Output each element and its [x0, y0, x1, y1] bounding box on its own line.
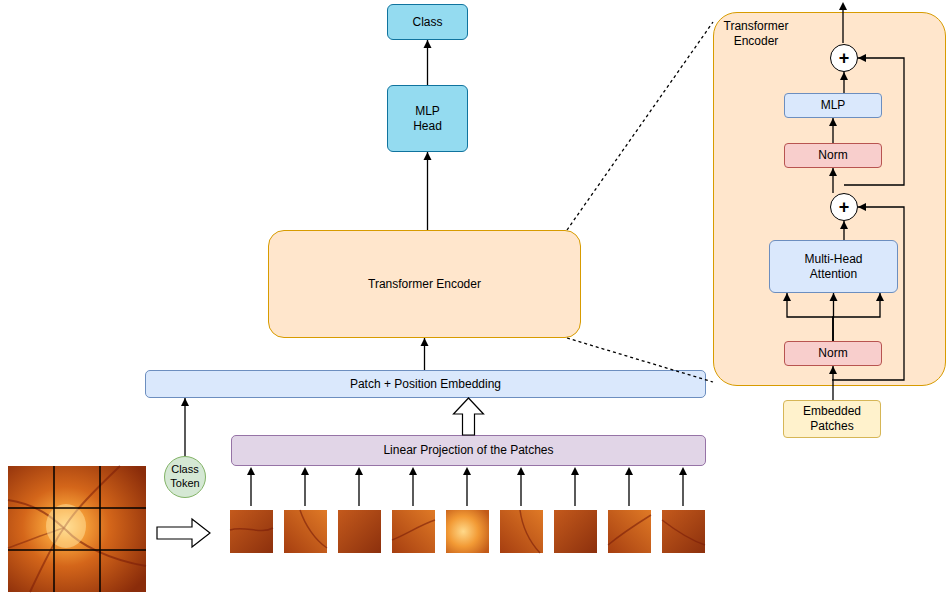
arrow-head	[858, 203, 866, 211]
node-label: Class	[412, 15, 442, 30]
image-patches	[230, 510, 705, 553]
projection-box: Linear Projection of the Patches	[231, 435, 706, 466]
input-box: Embedded Patches	[783, 400, 881, 438]
dashed-callout	[567, 22, 713, 230]
connector	[181, 398, 189, 456]
node-label: Embedded Patches	[797, 404, 867, 434]
connector	[829, 366, 837, 400]
connector	[783, 293, 884, 341]
mlp-box: MLP	[784, 93, 882, 118]
add-circle: +	[830, 193, 858, 221]
connector	[844, 54, 904, 185]
node-label: Class Token	[168, 463, 202, 491]
dashed-callout	[567, 338, 713, 382]
fundus-image	[8, 466, 146, 592]
output-arrow	[839, 2, 847, 43]
attention-box: Multi-Head Attention	[769, 240, 898, 293]
arrow-head	[840, 221, 848, 229]
norm-box: Norm	[784, 143, 882, 168]
connector	[424, 40, 432, 85]
connector	[424, 152, 432, 230]
connector	[832, 203, 904, 380]
arrow-head	[181, 398, 189, 406]
arrow-head	[424, 152, 432, 160]
token-circle: Class Token	[164, 456, 206, 498]
arrow-head	[424, 40, 432, 48]
arrow-head	[829, 366, 837, 374]
node-label: +	[839, 49, 850, 67]
arrow-head	[829, 118, 837, 126]
node-label: MLP	[821, 98, 846, 113]
embedding-box: Patch + Position Embedding	[145, 370, 706, 398]
node-label: +	[839, 198, 850, 216]
hollow-arrow	[157, 519, 210, 547]
head-box: MLP Head	[387, 85, 468, 152]
arrow-head	[876, 293, 884, 301]
node-label: Linear Projection of the Patches	[383, 443, 553, 458]
node-label: Patch + Position Embedding	[350, 377, 501, 392]
node-label: Multi-Head Attention	[789, 252, 879, 282]
arrow-head	[840, 72, 848, 80]
connector	[421, 338, 429, 370]
connector	[840, 72, 848, 93]
add-circle: +	[830, 44, 858, 72]
arrow-head	[830, 293, 838, 301]
arrow-head	[421, 338, 429, 346]
connector	[829, 118, 837, 143]
encoder-box: Transformer Encoder	[268, 230, 581, 338]
node-label: MLP Head	[408, 104, 448, 134]
arrow-head	[829, 168, 837, 176]
encoder-panel: Transformer Encoder + MLP Norm + Multi-Head A…	[713, 12, 946, 386]
node-label: Norm	[818, 148, 847, 163]
output-box: Class	[387, 4, 468, 40]
arrow-head	[858, 54, 866, 62]
node-label: Norm	[818, 346, 847, 361]
panel-heading: Transformer Encoder	[716, 19, 796, 49]
connector	[829, 168, 837, 193]
node-label: Transformer Encoder	[368, 277, 481, 292]
connector	[840, 221, 848, 240]
connector	[454, 398, 484, 435]
norm-box: Norm	[784, 341, 882, 366]
patch-arrows	[247, 467, 687, 506]
arrow-head	[783, 293, 791, 301]
